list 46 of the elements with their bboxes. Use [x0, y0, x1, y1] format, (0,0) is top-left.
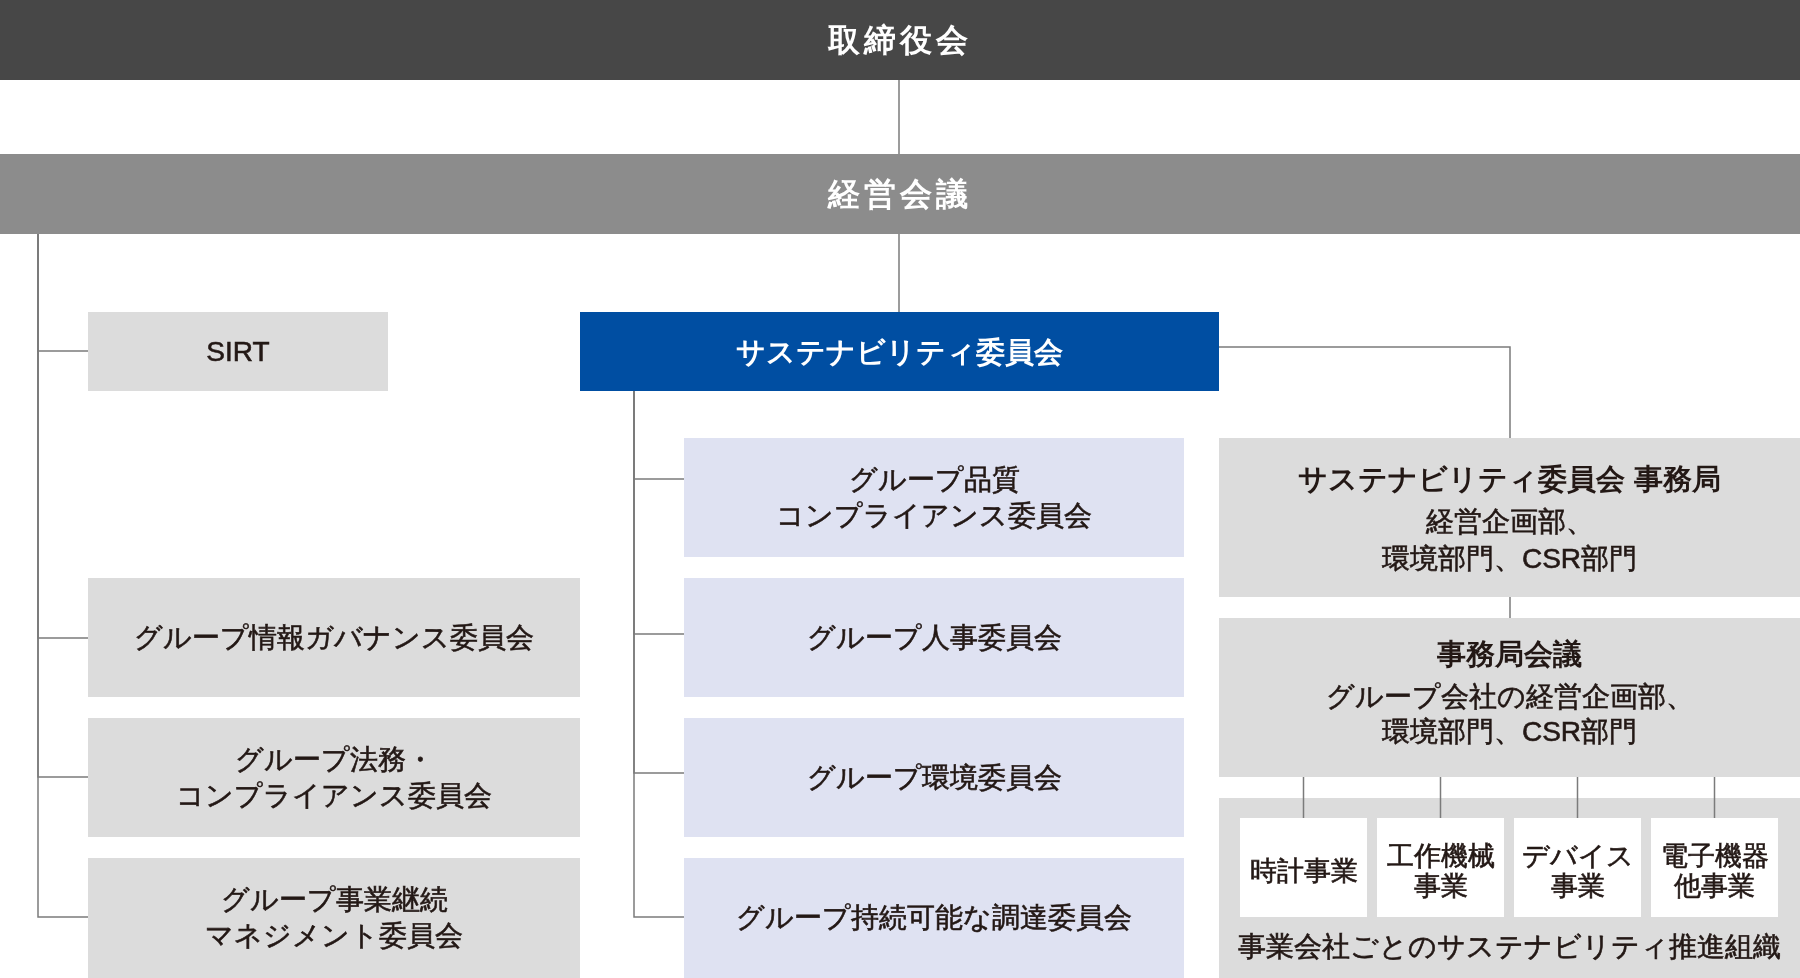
connector-line [1576, 776, 1579, 819]
office-box [1219, 438, 1800, 597]
committee-box [684, 858, 1184, 978]
committee-box [88, 578, 580, 697]
connector-line [1509, 596, 1511, 619]
committee-name: グループ事業継続マネジメント委員会 [205, 883, 463, 953]
meeting-name: 事務局会議 [1437, 637, 1582, 672]
header-bar [0, 154, 1800, 234]
committee-box [684, 438, 1184, 557]
committee-name: グループ持続可能な調達委員会 [736, 901, 1132, 935]
connector-line [1439, 776, 1442, 819]
bar-title: 経営会議 [828, 175, 972, 214]
connector-line [898, 79, 900, 155]
committee-box [88, 718, 580, 837]
header-bar [0, 0, 1800, 80]
office-name: サステナビリティ委員会 事務局 [1298, 461, 1721, 497]
bar-title: 取締役会 [828, 21, 972, 60]
connector-line [1713, 776, 1716, 819]
committee-box [88, 858, 580, 978]
committee-box [684, 578, 1184, 697]
committee-name: グループ人事委員会 [806, 620, 1062, 655]
committee-name: グループ法務・コンプライアンス委員会 [176, 742, 492, 813]
committee-name: サステナビリティ委員会 [736, 334, 1063, 370]
business-box [1240, 818, 1367, 917]
department-list: グループ会社の経営企画部、環境部門、CSR部門 [1325, 679, 1694, 749]
business-name: デバイス事業 [1521, 840, 1634, 901]
connector-line [1302, 776, 1305, 819]
committee-name: SIRT [206, 334, 270, 369]
meeting-box [1219, 618, 1800, 777]
committee-name: グループ情報ガバナンス委員会 [134, 620, 534, 655]
connector-line [1218, 346, 1511, 439]
business-box [1514, 818, 1641, 917]
department-list: 経営企画部、環境部門、CSR部門 [1381, 502, 1638, 577]
committee-name: グループ品質コンプライアンス委員会 [776, 462, 1092, 533]
committee-box [684, 718, 1184, 837]
panel-caption: 事業会社ごとのサステナビリティ推進組織 [1238, 930, 1781, 964]
group-panel [1219, 798, 1800, 978]
business-box [1651, 818, 1778, 917]
committee-box [88, 312, 388, 391]
business-name: 工作機械事業 [1386, 840, 1495, 901]
business-name: 時計事業 [1249, 855, 1358, 886]
business-box [1377, 818, 1504, 917]
business-name: 電子機器他事業 [1660, 840, 1769, 901]
committee-box [580, 312, 1219, 391]
connector-line [898, 233, 900, 313]
committee-name: グループ環境委員会 [806, 760, 1062, 795]
